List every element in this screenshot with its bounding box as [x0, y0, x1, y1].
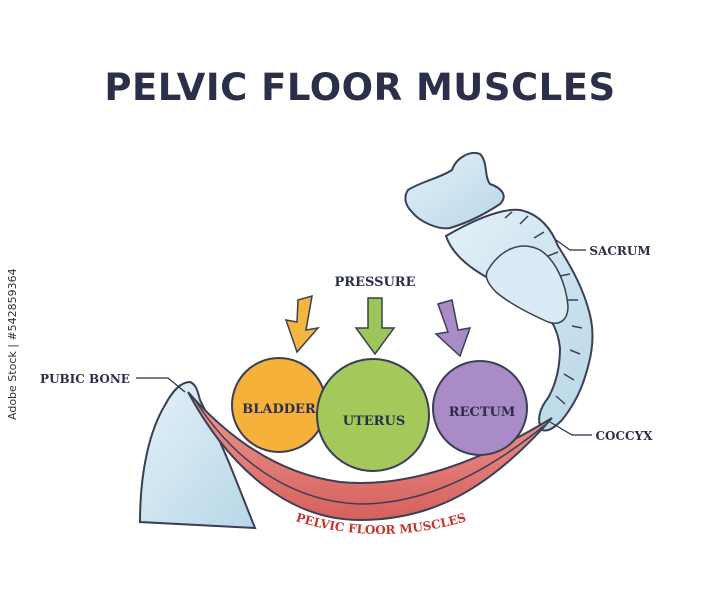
coccyx-label: COCCYX — [596, 429, 654, 443]
pressure-arrow-left — [284, 294, 320, 354]
pubic-bone-label: PUBIC BONE — [40, 372, 130, 386]
uterus-organ — [316, 358, 430, 472]
pubic-bone-shape — [138, 380, 257, 530]
pelvic-floor-muscle — [187, 391, 553, 522]
rectum-organ — [432, 360, 528, 456]
pubic-bone-leader — [136, 377, 186, 393]
rectum-label: RECTUM — [449, 405, 515, 420]
sacrum-label: SACRUM — [589, 244, 650, 258]
muscle-fiber-line — [194, 399, 546, 505]
sacrum-leader — [555, 239, 586, 251]
pressure-arrow-center — [354, 297, 396, 356]
sacrum-inner-shape — [485, 245, 569, 324]
coccyx-leader — [549, 421, 592, 436]
pressure-label: PRESSURE — [334, 275, 415, 290]
sacrum-texture — [504, 211, 583, 405]
stock-watermark: Adobe Stock | #542859364 — [6, 268, 19, 420]
bladder-label: BLADDER — [242, 402, 316, 417]
uterus-label: UTERUS — [343, 414, 405, 429]
page-title: PELVIC FLOOR MUSCLES — [104, 66, 616, 109]
sacrum-upper-shape — [404, 152, 505, 230]
pressure-arrow-right — [434, 299, 472, 358]
